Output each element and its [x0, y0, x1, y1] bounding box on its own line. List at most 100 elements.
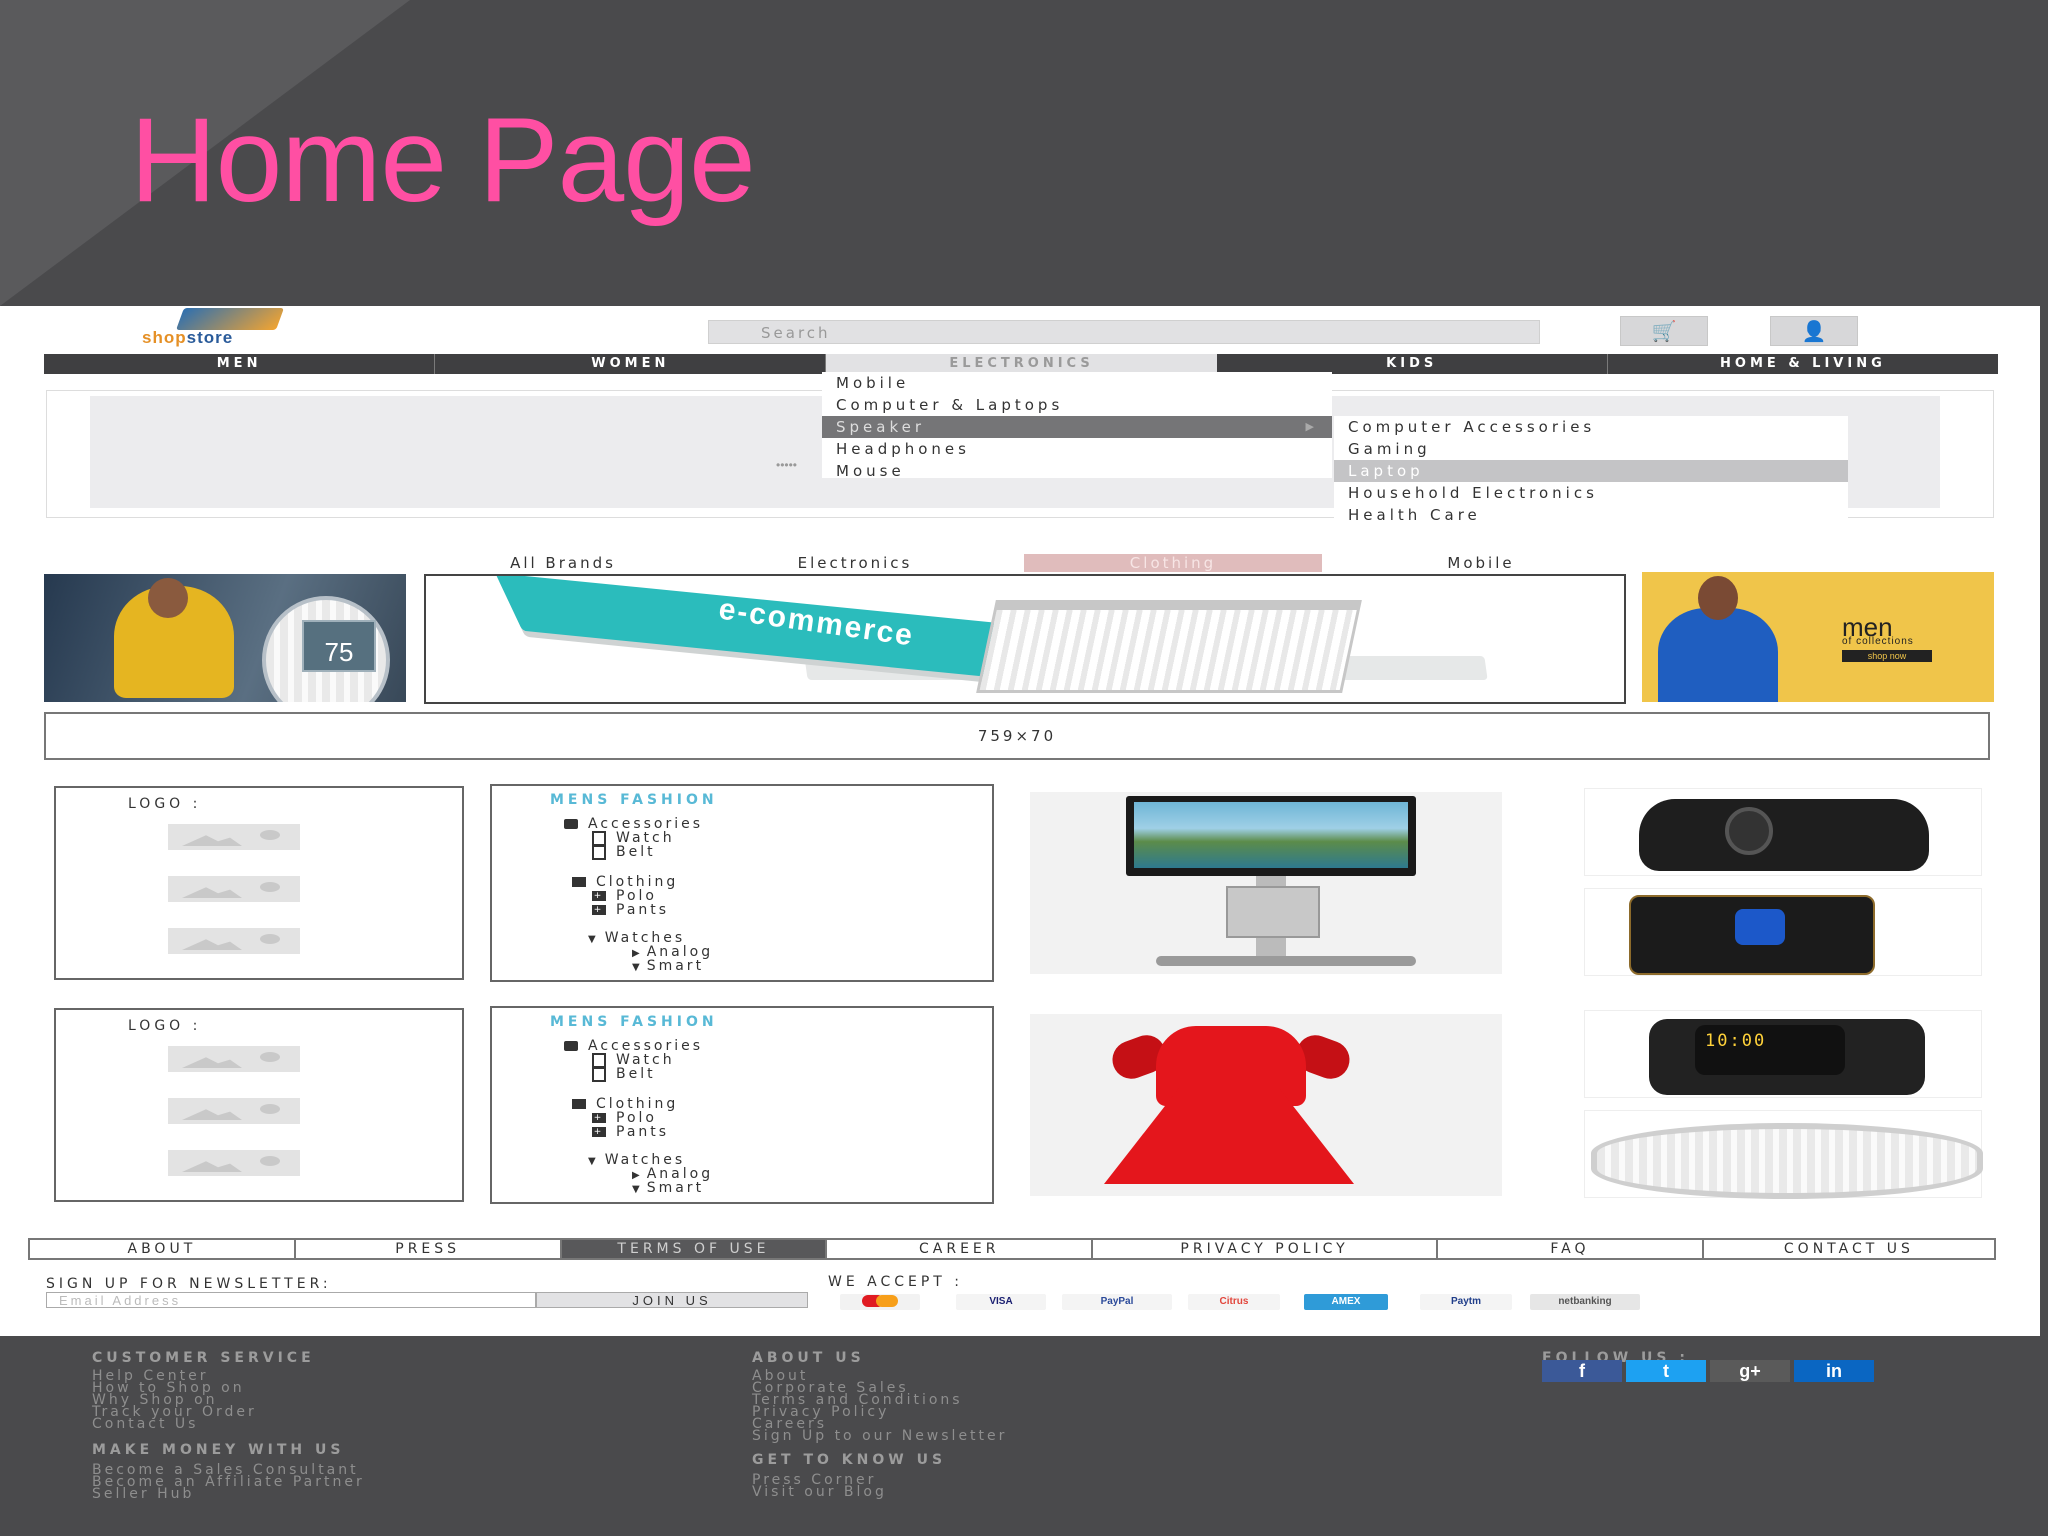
- tree-item-pants[interactable]: +Pants: [592, 1124, 669, 1140]
- submenu-item-computer-accessories[interactable]: Computer Accessories: [1348, 418, 1596, 436]
- tree-item-watch[interactable]: Watch: [592, 1052, 675, 1068]
- footer-link[interactable]: Help Center: [92, 1368, 209, 1384]
- footer-link[interactable]: Visit our Blog: [752, 1484, 887, 1500]
- product-card-dress[interactable]: [1016, 1008, 1524, 1202]
- promo-banner-left[interactable]: 75: [44, 574, 406, 702]
- product-card-ring[interactable]: [1584, 1110, 1983, 1199]
- image-placeholder-icon[interactable]: [168, 1098, 300, 1124]
- submenu-item-gaming[interactable]: Gaming: [1348, 440, 1431, 458]
- footer-link-contact[interactable]: CONTACT US: [1783, 1241, 1914, 1257]
- brand-logo-card: LOGO :: [54, 786, 464, 980]
- tree-item-analog[interactable]: ▶Analog: [632, 1166, 713, 1182]
- submenu-item-household-electronics[interactable]: Household Electronics: [1348, 484, 1598, 502]
- netbanking-icon: netbanking: [1530, 1294, 1640, 1310]
- shopstore-logo[interactable]: shopstore: [140, 306, 330, 348]
- menu-item-headphones[interactable]: Headphones: [836, 440, 970, 458]
- footer-link[interactable]: Become an Affiliate Partner: [92, 1474, 365, 1490]
- logo-mark: [175, 308, 285, 330]
- footer-link[interactable]: Corporate Sales: [752, 1380, 909, 1396]
- tree-item-polo[interactable]: +Polo: [592, 1110, 657, 1126]
- image-placeholder-icon[interactable]: [168, 928, 300, 954]
- footer-link[interactable]: Terms and Conditions: [752, 1392, 963, 1408]
- image-placeholder-icon[interactable]: [168, 1046, 300, 1072]
- google-plus-icon[interactable]: g+: [1710, 1360, 1790, 1382]
- footer-link[interactable]: Track your Order: [92, 1404, 257, 1420]
- nav-home-living[interactable]: HOME & LIVING: [1720, 356, 1886, 371]
- product-card-phone[interactable]: [1584, 888, 1982, 976]
- product-card-camera[interactable]: [1584, 788, 1982, 876]
- menu-item-speaker[interactable]: Speaker▶: [822, 416, 1332, 438]
- tree-item-belt[interactable]: Belt: [592, 1066, 656, 1082]
- ad-placeholder-bar[interactable]: 759×70: [44, 712, 1990, 760]
- cart-icon: 🛒: [1651, 320, 1677, 343]
- tree-item-smart[interactable]: ▼Smart: [632, 958, 704, 974]
- collapse-icon: [572, 877, 586, 887]
- image-placeholder-icon[interactable]: [168, 824, 300, 850]
- tree-item-accessories[interactable]: Accessories: [564, 816, 703, 832]
- footer-link-terms[interactable]: TERMS OF USE: [561, 1240, 828, 1258]
- join-us-button[interactable]: JOIN US: [536, 1292, 808, 1308]
- footer-link-about[interactable]: ABOUT: [30, 1240, 296, 1258]
- nav-men[interactable]: MEN: [44, 354, 436, 374]
- tree-item-smart[interactable]: ▼Smart: [632, 1180, 704, 1196]
- tree-item-polo[interactable]: +Polo: [592, 888, 657, 904]
- promo-banner-right[interactable]: men of collections shop now: [1642, 572, 1994, 702]
- search-input[interactable]: Search: [708, 320, 1540, 344]
- newsletter-email-input[interactable]: Email Address: [46, 1292, 536, 1308]
- menu-item-mouse[interactable]: Mouse: [836, 462, 905, 480]
- account-button[interactable]: 👤: [1770, 316, 1858, 346]
- tree-item-clothing[interactable]: Clothing: [572, 874, 678, 890]
- submenu-item-laptop[interactable]: Laptop: [1334, 460, 1848, 482]
- tree-item-analog[interactable]: ▶Analog: [632, 944, 713, 960]
- nav-electronics[interactable]: ELECTRONICS: [826, 354, 1217, 374]
- footer-link[interactable]: Press Corner: [752, 1472, 877, 1488]
- menu-item-mobile[interactable]: Mobile: [836, 374, 910, 392]
- slider-dots[interactable]: •••••: [776, 458, 798, 472]
- smartwatch-screen: [1695, 1025, 1845, 1075]
- folder-icon: [564, 1041, 578, 1051]
- footer-link[interactable]: Become a Sales Consultant: [92, 1462, 359, 1478]
- slide-title: Home Page: [130, 93, 756, 227]
- image-placeholder-icon[interactable]: [168, 876, 300, 902]
- product-card-tv[interactable]: [1016, 786, 1524, 980]
- footer-link[interactable]: Careers: [752, 1416, 828, 1432]
- tree-item-clothing[interactable]: Clothing: [572, 1096, 678, 1112]
- linkedin-icon[interactable]: in: [1794, 1360, 1874, 1382]
- camera-body: [1639, 799, 1929, 871]
- tree-item-watches[interactable]: ▼Watches: [588, 1152, 685, 1168]
- footer-link[interactable]: Seller Hub: [92, 1486, 195, 1502]
- shop-now-button[interactable]: shop now: [1842, 650, 1932, 662]
- menu-item-computer-laptops[interactable]: Computer & Laptops: [836, 396, 1064, 414]
- main-banner[interactable]: e-commerce: [424, 574, 1626, 704]
- tree-item-accessories[interactable]: Accessories: [564, 1038, 703, 1054]
- tree-item-pants[interactable]: +Pants: [592, 902, 669, 918]
- footer-link[interactable]: Privacy Policy: [752, 1404, 890, 1420]
- submenu-item-health-care[interactable]: Health Care: [1348, 506, 1481, 524]
- tab-mobile[interactable]: Mobile: [1447, 554, 1515, 572]
- footer-links-bar: ABOUT PRESS TERMS OF USE CAREER PRIVACY …: [28, 1238, 1996, 1260]
- footer-link[interactable]: Sign Up to our Newsletter: [752, 1428, 1008, 1444]
- footer-link[interactable]: Contact Us: [92, 1416, 199, 1432]
- footer-link-privacy[interactable]: PRIVACY POLICY: [1093, 1240, 1439, 1258]
- phone-screen: [1735, 909, 1785, 945]
- footer-link-career[interactable]: CAREER: [827, 1240, 1094, 1258]
- about-us-heading: ABOUT US: [752, 1350, 865, 1366]
- nav-kids[interactable]: KIDS: [1217, 354, 1608, 374]
- footer-link[interactable]: Why Shop on: [92, 1392, 218, 1408]
- tree-item-belt[interactable]: Belt: [592, 844, 656, 860]
- footer-link-press[interactable]: PRESS: [296, 1240, 562, 1258]
- product-card-smartwatch[interactable]: 10:00: [1584, 1010, 1982, 1098]
- nav-women[interactable]: WOMEN: [435, 354, 827, 374]
- footer-link[interactable]: How to Shop on: [92, 1380, 245, 1396]
- footer-link[interactable]: About: [752, 1368, 809, 1384]
- tab-electronics[interactable]: Electronics: [797, 554, 913, 572]
- footer-link-faq[interactable]: FAQ: [1438, 1240, 1704, 1258]
- tree-item-watches[interactable]: ▼Watches: [588, 930, 685, 946]
- tab-all-brands[interactable]: All Brands: [510, 554, 616, 572]
- twitter-icon[interactable]: t: [1626, 1360, 1706, 1382]
- facebook-icon[interactable]: f: [1542, 1360, 1622, 1382]
- cart-button[interactable]: 🛒: [1620, 316, 1708, 346]
- newsletter-label: SIGN UP FOR NEWSLETTER:: [46, 1276, 332, 1292]
- tab-clothing[interactable]: Clothing: [1024, 554, 1322, 572]
- image-placeholder-icon[interactable]: [168, 1150, 300, 1176]
